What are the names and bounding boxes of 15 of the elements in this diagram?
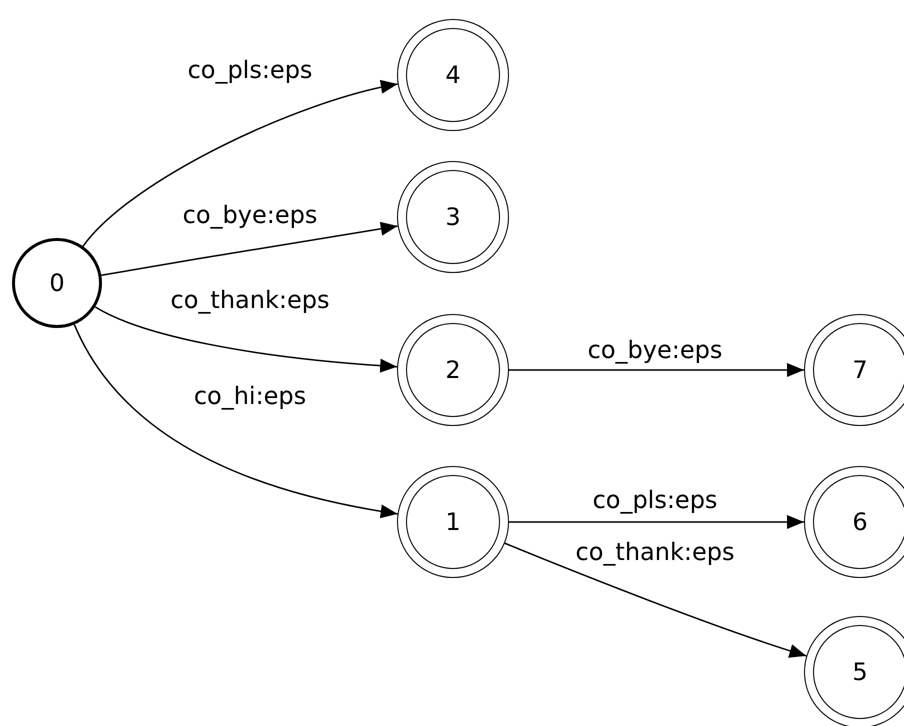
state-label: 2 [445, 356, 461, 384]
state-label: 3 [445, 203, 461, 231]
arrow [82, 80, 398, 247]
arrow [74, 324, 398, 518]
arrow [509, 363, 804, 377]
state-label: 5 [852, 658, 868, 686]
arrow [101, 222, 398, 276]
state-label: 1 [445, 508, 461, 536]
state-label: 4 [445, 61, 461, 89]
arrow [504, 542, 807, 658]
arrow [94, 306, 398, 373]
state-label: 7 [852, 356, 868, 384]
arrow [509, 515, 804, 529]
state-label: 6 [852, 508, 868, 536]
state-label: 0 [49, 269, 65, 297]
